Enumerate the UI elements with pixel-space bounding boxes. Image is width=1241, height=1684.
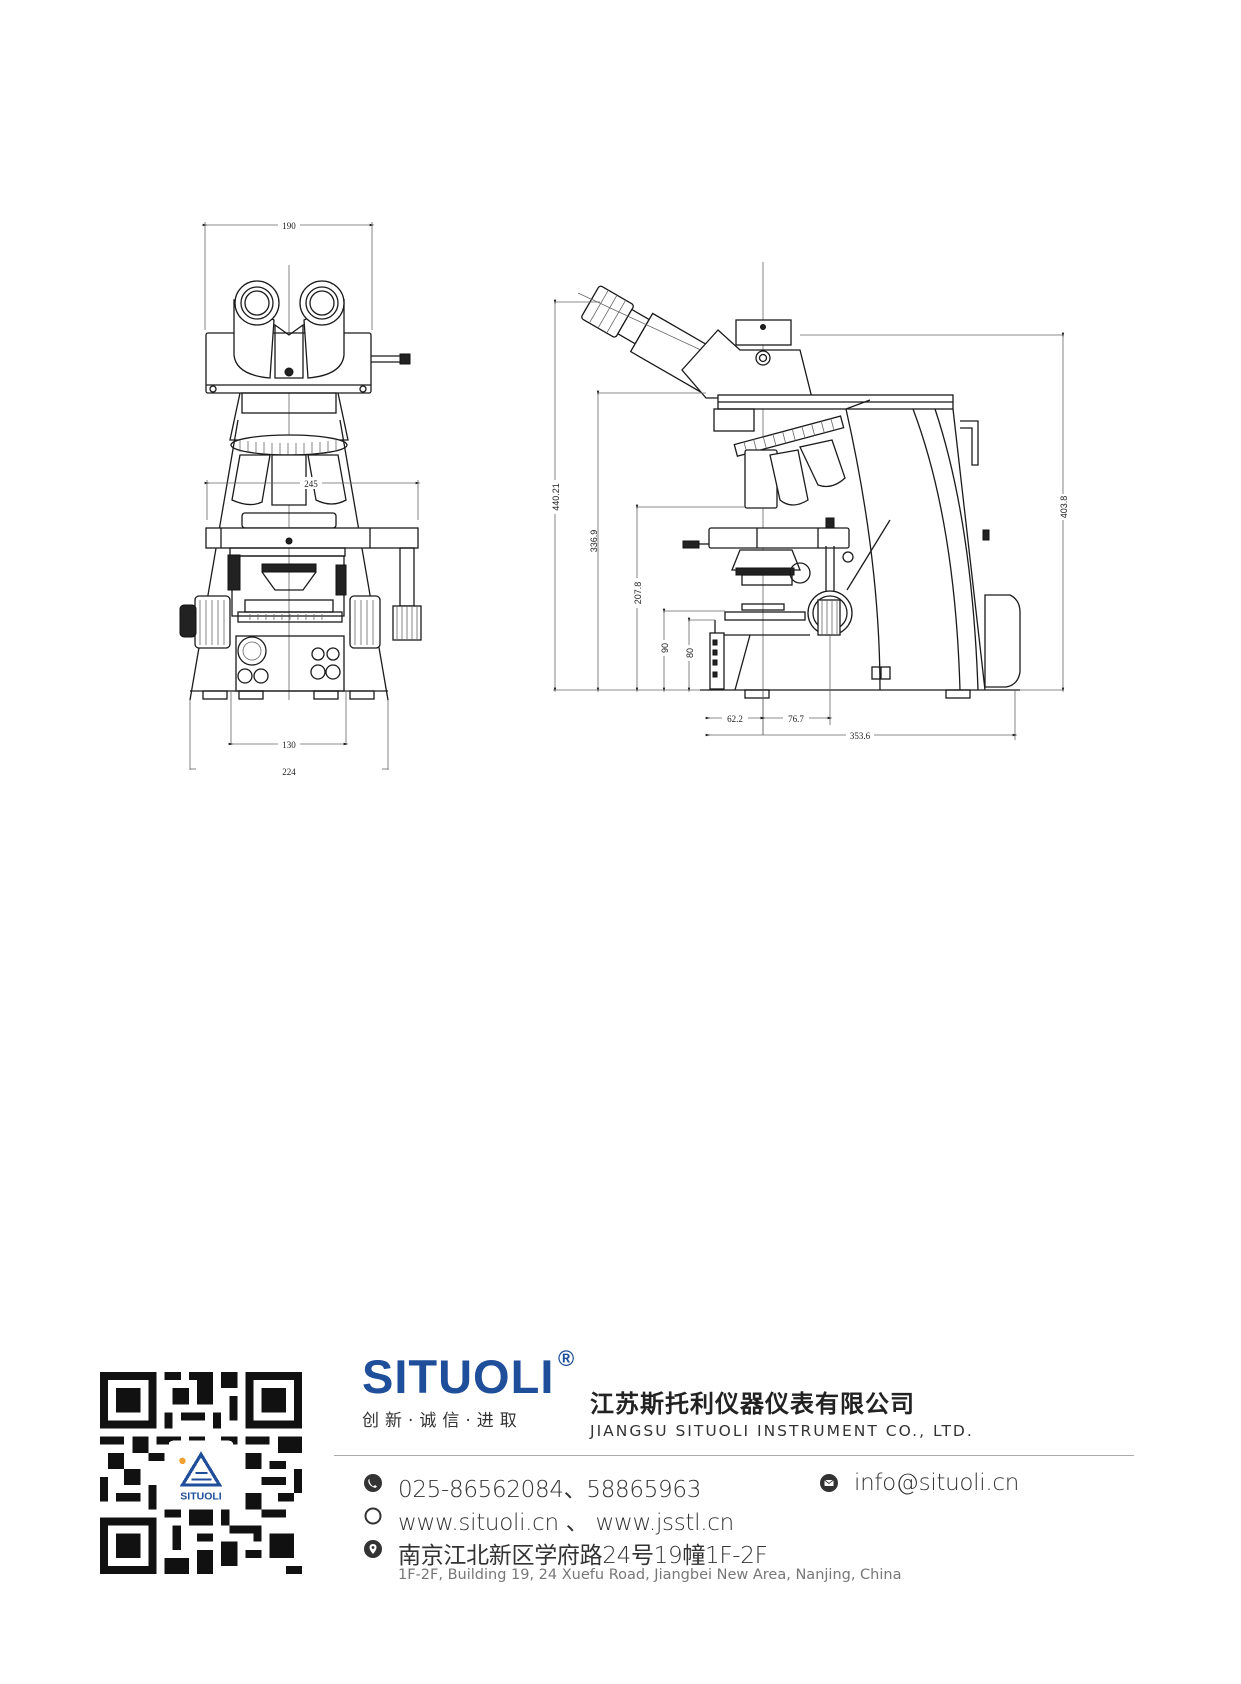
brand-logo: SITUOLI ® 创新·诚信·进取 [362,1346,574,1431]
registered-mark: ® [558,1346,575,1371]
company-name-cn: 江苏斯托利仪器仪表有限公司 [590,1390,915,1418]
dim-336-9: 336.9 [589,530,599,553]
dim-130: 130 [282,740,296,750]
dim-190: 190 [282,221,296,231]
address-en: 1F-2F, Building 19, 24 Xuefu Road, Jiang… [398,1567,902,1583]
phone-icon [364,1474,382,1492]
dim-207-8: 207.8 [633,582,643,605]
front-view-drawing: 190 [179,219,422,777]
technical-drawing: 190 [0,0,1241,800]
dim-245: 245 [304,479,318,489]
footer-divider [334,1455,1134,1456]
dim-62-2: 62.2 [727,714,743,724]
dim-76-7: 76.7 [788,714,804,724]
email-text: info@situoli.cn [854,1470,1019,1496]
location-pin-icon [364,1540,382,1558]
dim-80: 80 [685,648,695,658]
qr-logo-text: SITUOLI [180,1491,221,1503]
website-text: www.situoli.cn 、 www.jsstl.cn [398,1510,734,1536]
address-cn: 南京江北新区学府路24号19幢1F-2F [398,1543,768,1569]
dim-224: 224 [282,767,296,777]
company-name-en: JIANGSU SITUOLI INSTRUMENT CO., LTD. [590,1422,974,1440]
company-name-block: 江苏斯托利仪器仪表有限公司 JIANGSU SITUOLI INSTRUMENT… [590,1384,974,1440]
globe-icon [364,1507,382,1525]
brand-name: SITUOLI [362,1350,555,1403]
dim-90: 90 [660,643,670,653]
side-view-drawing: 440.21 336.9 207.8 90 80 403.8 62.2 76.7… [549,262,1070,741]
qr-code[interactable]: SITUOLI [100,1372,302,1574]
phone-text: 025-86562084、58865963 [398,1477,702,1503]
dim-440-21: 440.21 [551,483,561,511]
mail-icon [820,1474,838,1492]
dim-403-8: 403.8 [1059,496,1069,519]
dim-353-6: 353.6 [850,731,871,741]
brand-slogan: 创新·诚信·进取 [362,1411,523,1431]
